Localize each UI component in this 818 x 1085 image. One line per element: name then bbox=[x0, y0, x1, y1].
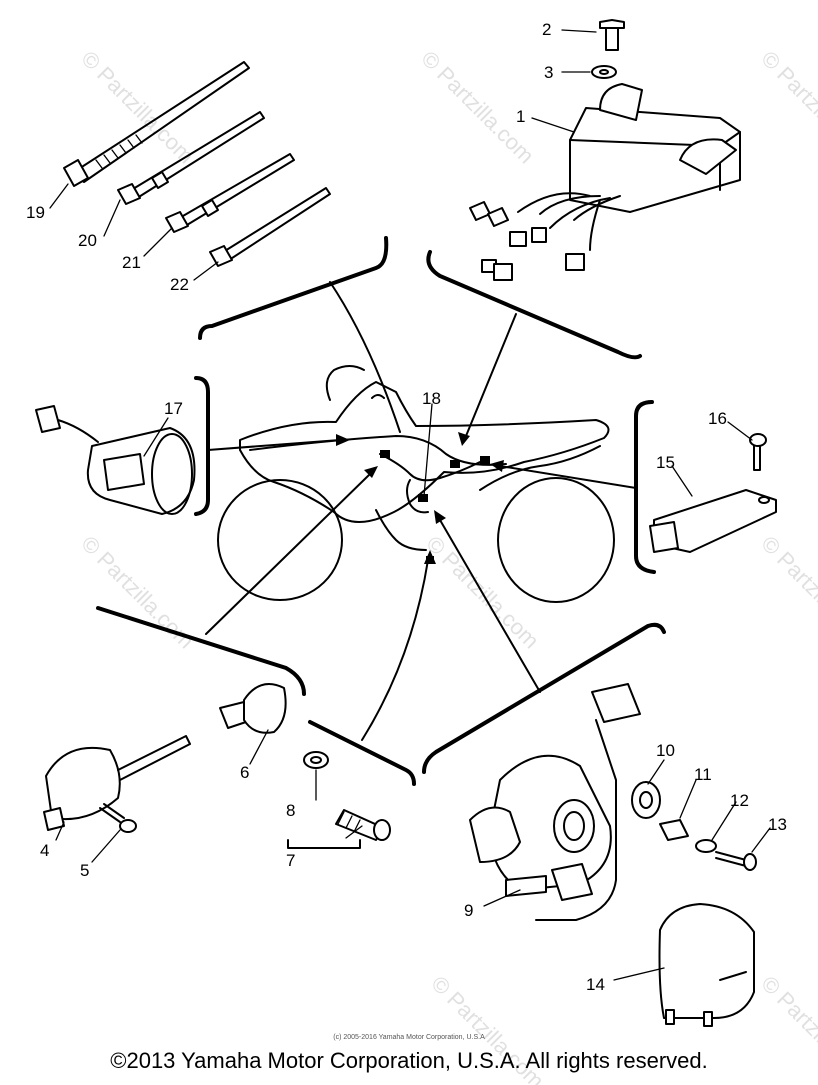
throttle-assembly bbox=[469, 683, 757, 921]
motorcycle-silhouette bbox=[217, 365, 615, 603]
callout-4: 4 bbox=[40, 841, 49, 860]
watermark: © Partzilla.com bbox=[756, 46, 818, 169]
callout-11: 11 bbox=[694, 765, 712, 784]
callout-18: 18 bbox=[422, 389, 441, 408]
callout-12: 12 bbox=[730, 791, 749, 810]
callout-17: 17 bbox=[164, 399, 183, 418]
ignition-coil bbox=[35, 405, 196, 515]
cdi-unit bbox=[469, 19, 741, 281]
sensor-cover bbox=[658, 903, 755, 1027]
callout-2: 2 bbox=[542, 20, 551, 39]
callout-22: 22 bbox=[170, 275, 189, 294]
callout-13: 13 bbox=[768, 815, 787, 834]
callout-6: 6 bbox=[240, 763, 249, 782]
callout-14: 14 bbox=[586, 975, 605, 994]
callout-leaders bbox=[49, 29, 771, 981]
callout-7: 7 bbox=[286, 851, 295, 870]
callout-20: 20 bbox=[78, 231, 97, 250]
cable-ties bbox=[63, 61, 331, 267]
diagram-copyright: (c) 2005-2016 Yamaha Motor Corporation, … bbox=[333, 1034, 485, 1041]
callout-21: 21 bbox=[122, 253, 141, 272]
connection-lines bbox=[205, 281, 637, 741]
group-brackets bbox=[96, 236, 666, 786]
callout-1: 1 bbox=[516, 107, 525, 126]
callout-15: 15 bbox=[656, 453, 675, 472]
callout-5: 5 bbox=[80, 861, 89, 880]
footer-copyright: ©2013 Yamaha Motor Corporation, U.S.A. A… bbox=[110, 1048, 708, 1073]
callout-10: 10 bbox=[656, 741, 675, 760]
callout-labels: 2 3 1 19 20 21 22 17 18 16 15 6 8 4 5 7 … bbox=[26, 20, 787, 994]
callout-8: 8 bbox=[286, 801, 295, 820]
voltage-regulator bbox=[649, 433, 777, 553]
callout-3: 3 bbox=[544, 63, 553, 82]
relay-and-plug-cap bbox=[43, 683, 287, 833]
neutral-switch bbox=[287, 751, 391, 849]
callout-19: 19 bbox=[26, 203, 45, 222]
watermark: © Partzilla.com bbox=[756, 531, 818, 654]
callout-16: 16 bbox=[708, 409, 727, 428]
callout-9: 9 bbox=[464, 901, 473, 920]
watermark: © Partzilla.com bbox=[76, 46, 199, 169]
